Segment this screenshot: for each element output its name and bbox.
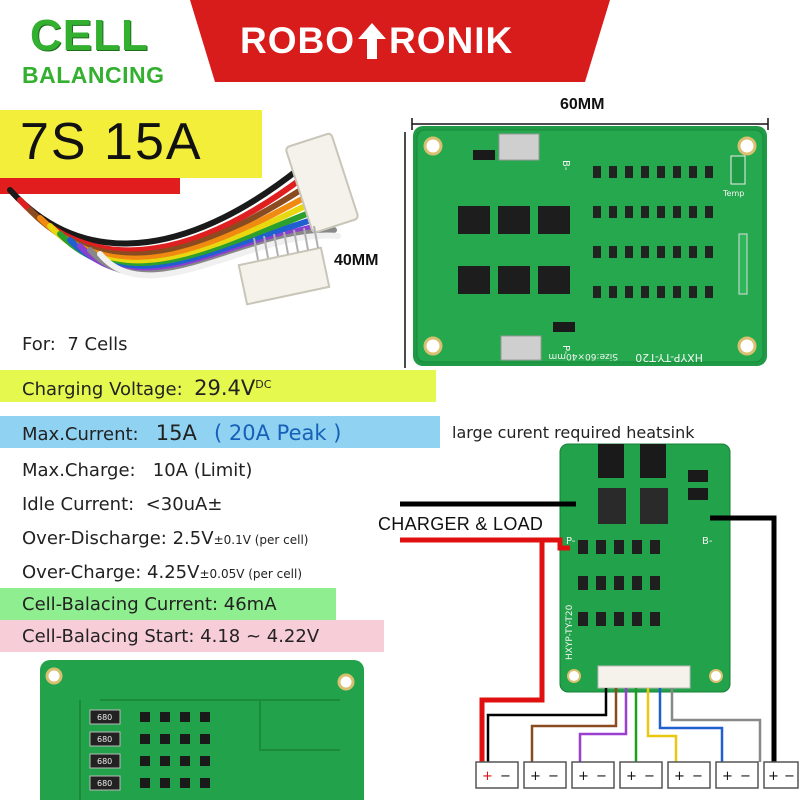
spec-balancing-current: Cell-Balacing Current: 46mA — [22, 594, 277, 615]
battery-5-minus: − — [692, 769, 703, 784]
battery-5-plus: + — [674, 769, 685, 784]
spec-balancing-start: Cell-Balacing Start: 4.18 ~ 4.22V — [22, 626, 320, 647]
battery-6-plus: + — [722, 769, 733, 784]
battery-2-minus: − — [548, 769, 559, 784]
closeup-resistor-3: 680 — [97, 757, 112, 766]
closeup-resistor-2: 680 — [97, 735, 112, 744]
cell-title: CELL — [30, 11, 149, 60]
charging-highlight — [0, 370, 436, 402]
board-p-minus: P- — [560, 345, 571, 355]
brand-arrow-icon — [358, 23, 386, 59]
red-band — [0, 178, 180, 194]
battery-7-minus: − — [784, 769, 795, 784]
brand-banner — [190, 0, 610, 82]
spec-over-discharge: Over-Discharge: 2.5V±0.1V (per cell) — [22, 528, 309, 549]
battery-1-minus: − — [500, 769, 511, 784]
battery-3-minus: − — [596, 769, 607, 784]
spec-charging-voltage: Charging Voltage: 29.4VDC — [22, 376, 272, 400]
balancing-current-highlight — [0, 588, 336, 620]
balancing-start-highlight — [0, 620, 384, 652]
balance-cable-image — [7, 132, 359, 306]
board-silk-name: HXYP-TY-T20 — [635, 351, 703, 364]
diagram-silk-name: HXYP-TY-T20 — [565, 604, 575, 660]
battery-6-minus: − — [740, 769, 751, 784]
spec-for: For: 7 Cells — [22, 334, 128, 355]
width-dimension: 60MM — [560, 96, 605, 113]
board-temp: Temp — [722, 189, 744, 198]
battery-7-plus: + — [768, 769, 779, 784]
heatsink-note: large curent required heatsink — [452, 423, 695, 442]
width-dimension-line — [411, 118, 769, 130]
balancing-title: BALANCING — [22, 62, 165, 88]
battery-1-plus: + — [482, 769, 493, 784]
brand-logo: ROBO RONIK — [240, 20, 513, 62]
battery-2-plus: + — [530, 769, 541, 784]
charger-load-label: CHARGER & LOAD — [378, 514, 544, 534]
diagram-b-minus: B- — [702, 536, 713, 547]
spec-max-current: Max.Current: 15A ( 20A Peak ) — [22, 421, 342, 445]
bms-board-top-image: B- P- Temp HXYP-TY-T20 Size:60×40mm — [413, 126, 767, 366]
height-dimension: 40MM — [334, 252, 379, 269]
board-b-minus: B- — [560, 160, 571, 171]
bms-board-closeup-image: 680 680 680 680 — [40, 660, 364, 800]
board-silk-size: Size:60×40mm — [549, 351, 619, 361]
battery-3-plus: + — [578, 769, 589, 784]
battery-4-plus: + — [626, 769, 637, 784]
closeup-resistor-1: 680 — [97, 713, 112, 722]
model-label: 7S 15A — [20, 113, 203, 171]
brand-right: RONIK — [389, 20, 514, 61]
wiring-diagram: P- B- HXYP-TY-T20 + − + − + − + − + − + — [400, 443, 799, 789]
spec-over-charge: Over-Charge: 4.25V±0.05V (per cell) — [22, 562, 302, 583]
battery-4-minus: − — [644, 769, 655, 784]
closeup-resistor-4: 680 — [97, 779, 112, 788]
spec-max-charge: Max.Charge: 10A (Limit) — [22, 460, 253, 481]
spec-idle-current: Idle Current: <30uA± — [22, 494, 223, 515]
model-highlight — [0, 110, 262, 178]
height-dimension-line — [404, 132, 406, 368]
brand-left: ROBO — [240, 20, 355, 61]
max-current-highlight — [0, 416, 440, 448]
diagram-p-minus: P- — [566, 536, 576, 547]
